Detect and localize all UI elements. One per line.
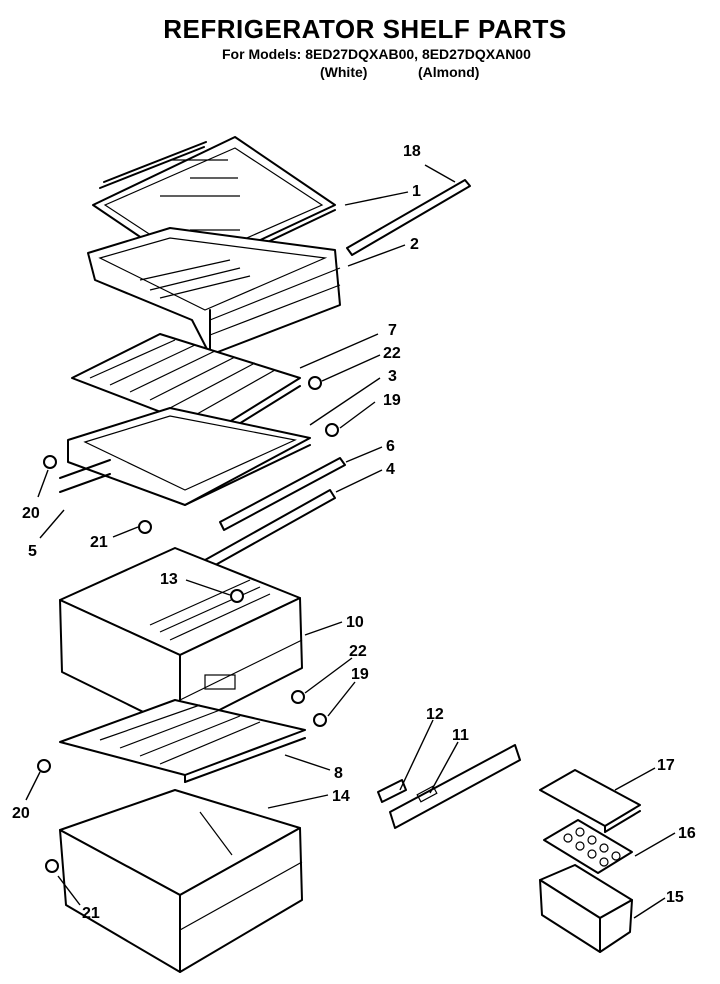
part-2-tray <box>87 227 341 356</box>
part-15-egg-bin <box>539 864 633 953</box>
callout-3: 3 <box>388 368 397 385</box>
callout-10: 10 <box>346 614 364 631</box>
callout-8: 8 <box>334 765 343 782</box>
finish-almond-label: (Almond) <box>418 64 480 80</box>
callout-15: 15 <box>666 889 684 906</box>
callout-11: 11 <box>452 727 469 744</box>
callout-2: 2 <box>410 236 419 253</box>
callout-4: 4 <box>386 461 395 478</box>
callout-21-top: 21 <box>90 534 108 551</box>
hardware-20-top <box>43 455 57 469</box>
hardware-20-bottom <box>37 759 51 773</box>
callout-6: 6 <box>386 438 395 455</box>
callout-22-top: 22 <box>383 345 401 362</box>
hardware-22-mid <box>291 690 305 704</box>
model-numbers: For Models: 8ED27DQXAB00, 8ED27DQXAN00 <box>222 46 531 62</box>
hardware-21-bottom <box>45 859 59 873</box>
hardware-22-top <box>308 376 322 390</box>
hardware-13 <box>230 589 244 603</box>
callout-20-top: 20 <box>22 505 40 522</box>
callout-14: 14 <box>332 788 350 805</box>
callout-12: 12 <box>426 706 444 723</box>
part-18-rail <box>346 179 471 256</box>
page-title: REFRIGERATOR SHELF PARTS <box>163 14 567 44</box>
callout-1: 1 <box>412 183 421 200</box>
callout-19-mid: 19 <box>351 666 369 683</box>
hardware-21-top <box>138 520 152 534</box>
callout-21-bottom: 21 <box>82 905 100 922</box>
part-12-clip <box>377 779 407 803</box>
part-16-egg-tray <box>543 819 633 874</box>
part-17-egg-cover <box>539 769 641 833</box>
callout-17: 17 <box>657 757 675 774</box>
callout-16: 16 <box>678 825 696 842</box>
part-3-shelf-frame <box>59 407 311 506</box>
callout-20-bottom: 20 <box>12 805 30 822</box>
finish-white-label: (White) <box>320 64 368 80</box>
part-6-rail <box>219 457 346 531</box>
part-10-crisper-drawer <box>59 547 303 731</box>
callout-22-mid: 22 <box>349 643 367 660</box>
leader-lines <box>25 164 676 919</box>
part-11-trim <box>389 744 521 829</box>
callout-18: 18 <box>403 143 421 160</box>
part-8-shelf <box>59 699 306 783</box>
callout-19-top: 19 <box>383 392 401 409</box>
callout-labels: 18 1 2 7 22 3 19 6 4 20 5 21 13 10 22 19… <box>12 143 696 922</box>
hardware-19-top <box>325 423 339 437</box>
callout-7: 7 <box>388 322 397 339</box>
part-14-crisper-drawer <box>59 789 303 973</box>
diagram-header: REFRIGERATOR SHELF PARTS For Models: 8ED… <box>0 0 720 90</box>
hardware-19-mid <box>313 713 327 727</box>
callout-13: 13 <box>160 571 178 588</box>
callout-5: 5 <box>28 543 37 560</box>
